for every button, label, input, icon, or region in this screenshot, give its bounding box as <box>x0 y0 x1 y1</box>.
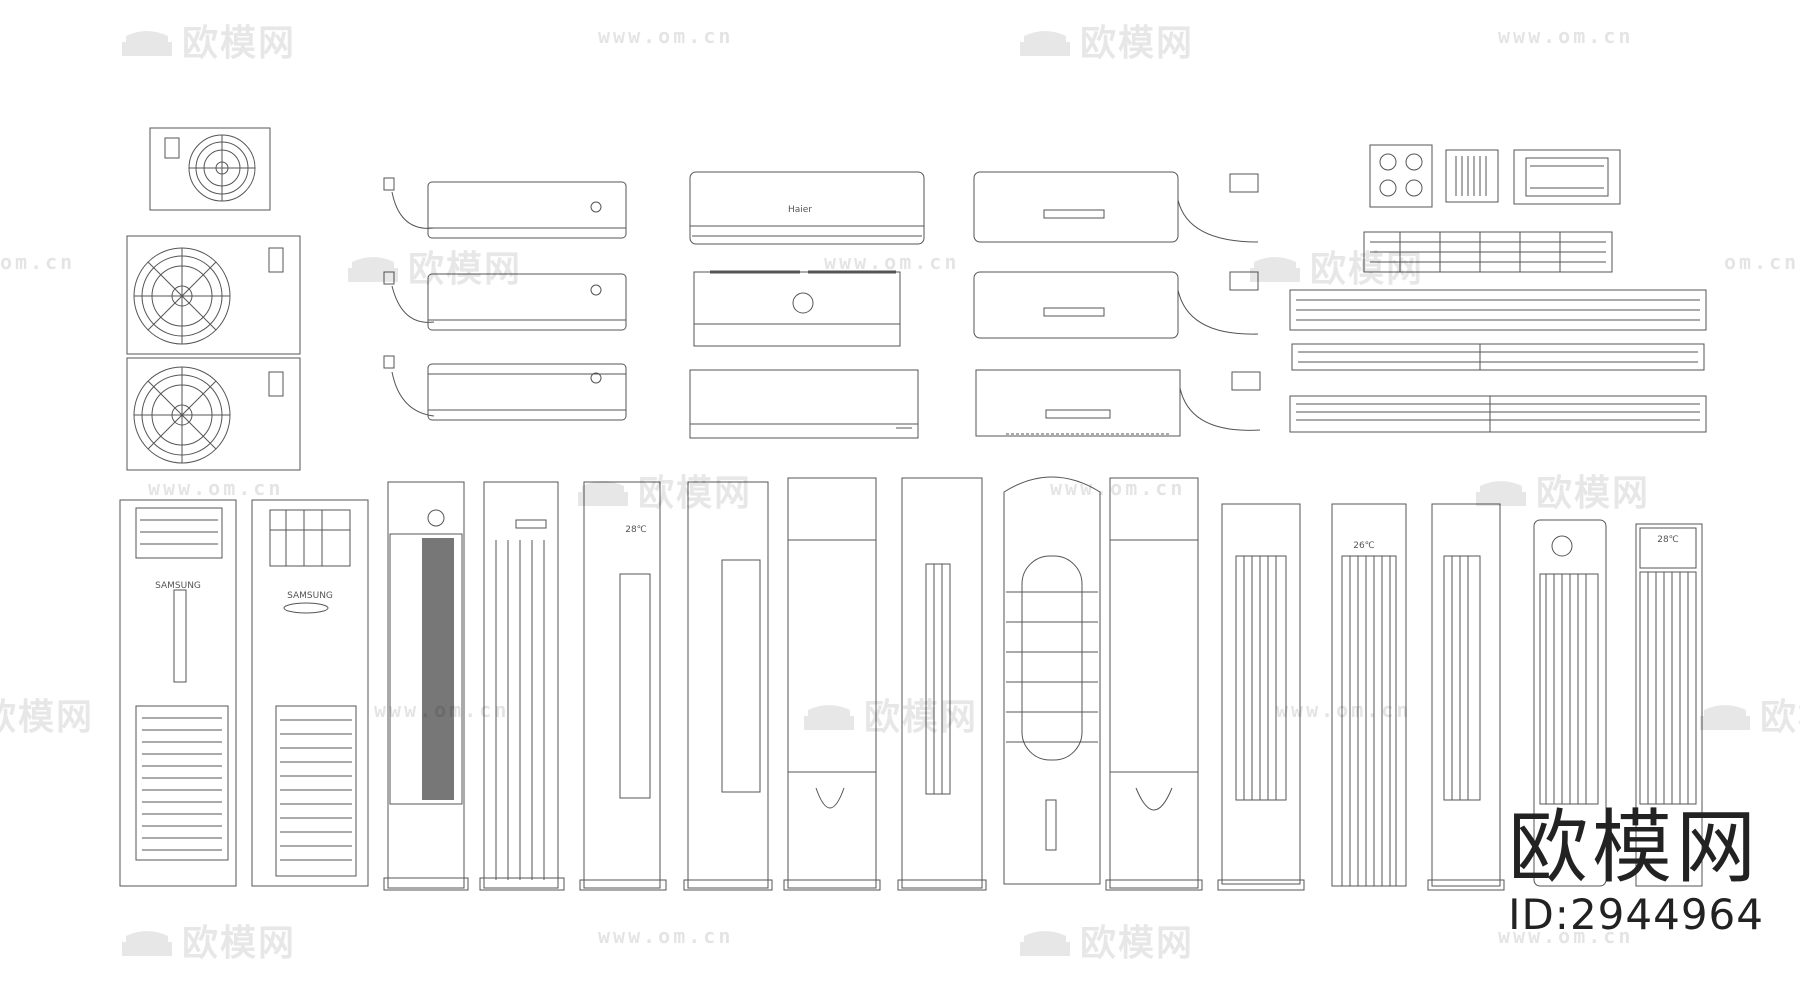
stamp-id-text: ID:2944964 <box>1508 890 1764 939</box>
temp-label-a: 28℃ <box>625 525 647 535</box>
tower-11 <box>1217 503 1305 891</box>
split-unit-a1 <box>383 177 627 239</box>
split-unit-a3 <box>383 355 627 421</box>
stamp-logo-text: 欧模网 <box>1508 801 1761 894</box>
split-unit-c2 <box>973 271 1259 339</box>
tower-7 <box>783 477 881 891</box>
tower-4 <box>479 481 565 891</box>
tower-13 <box>1427 503 1505 891</box>
tower-9 <box>1003 476 1101 885</box>
tower-15 <box>1635 523 1703 887</box>
tower-14 <box>1533 519 1607 887</box>
duct-grille-4 <box>1289 395 1707 433</box>
split-unit-b1 <box>689 171 925 245</box>
outdoor-unit-large-2 <box>126 357 301 471</box>
tower-12 <box>1331 503 1407 887</box>
tower-3 <box>383 481 469 891</box>
cassette-rect <box>1513 149 1621 205</box>
cassette-4way <box>1369 144 1433 208</box>
standing-brand-b-label: SAMSUNG <box>287 591 333 601</box>
split-unit-c1 <box>973 171 1259 243</box>
split-unit-c3 <box>975 369 1261 437</box>
tower-2 <box>251 499 369 887</box>
tower-1 <box>119 499 237 887</box>
outdoor-unit-large-1 <box>126 235 301 355</box>
id-stamp: 欧模网 ID:2944964 <box>1508 805 1764 939</box>
tower-10 <box>1105 477 1203 891</box>
outdoor-unit-small <box>149 127 271 211</box>
split-unit-b2 <box>693 270 901 347</box>
tower-8 <box>897 477 987 891</box>
split-brand-label: Haier <box>788 205 812 215</box>
duct-grille-1 <box>1363 231 1613 273</box>
split-unit-a2 <box>383 271 627 331</box>
duct-grille-3 <box>1291 343 1705 371</box>
temp-label-b: 26℃ <box>1353 541 1375 551</box>
cassette-1way <box>1445 149 1499 203</box>
standing-brand-a-label: SAMSUNG <box>155 581 201 591</box>
tower-5 <box>579 481 667 891</box>
duct-grille-2 <box>1289 289 1707 331</box>
split-unit-b3 <box>689 369 919 439</box>
tower-6 <box>683 481 773 891</box>
temp-label-c: 28℃ <box>1657 535 1679 545</box>
